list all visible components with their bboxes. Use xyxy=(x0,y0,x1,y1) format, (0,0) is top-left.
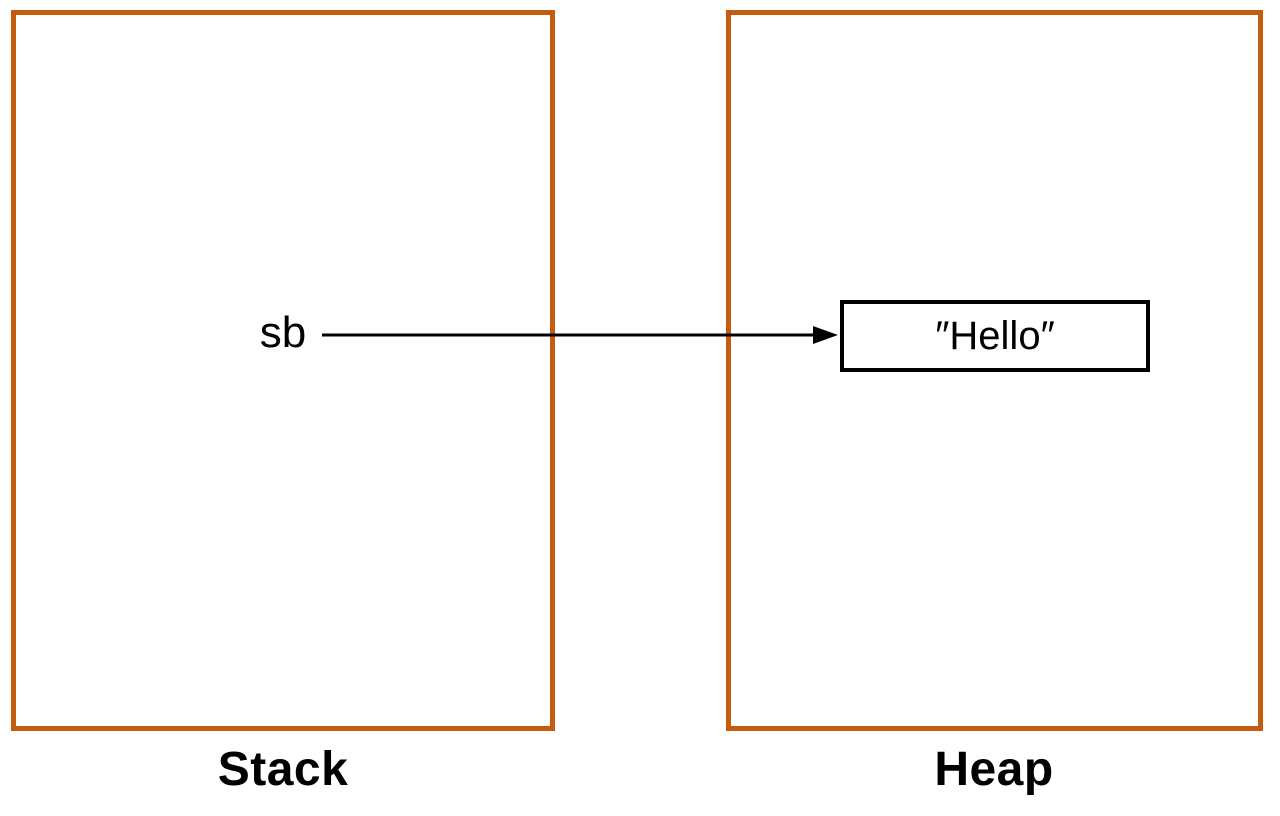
string-object-value: ″Hello″ xyxy=(935,313,1055,358)
string-object-box: ″Hello″ xyxy=(840,300,1150,372)
variable-label: sb xyxy=(259,308,307,357)
heap-caption: Heap xyxy=(934,743,1054,796)
stack-region xyxy=(11,10,555,731)
stack-caption: Stack xyxy=(217,743,349,796)
